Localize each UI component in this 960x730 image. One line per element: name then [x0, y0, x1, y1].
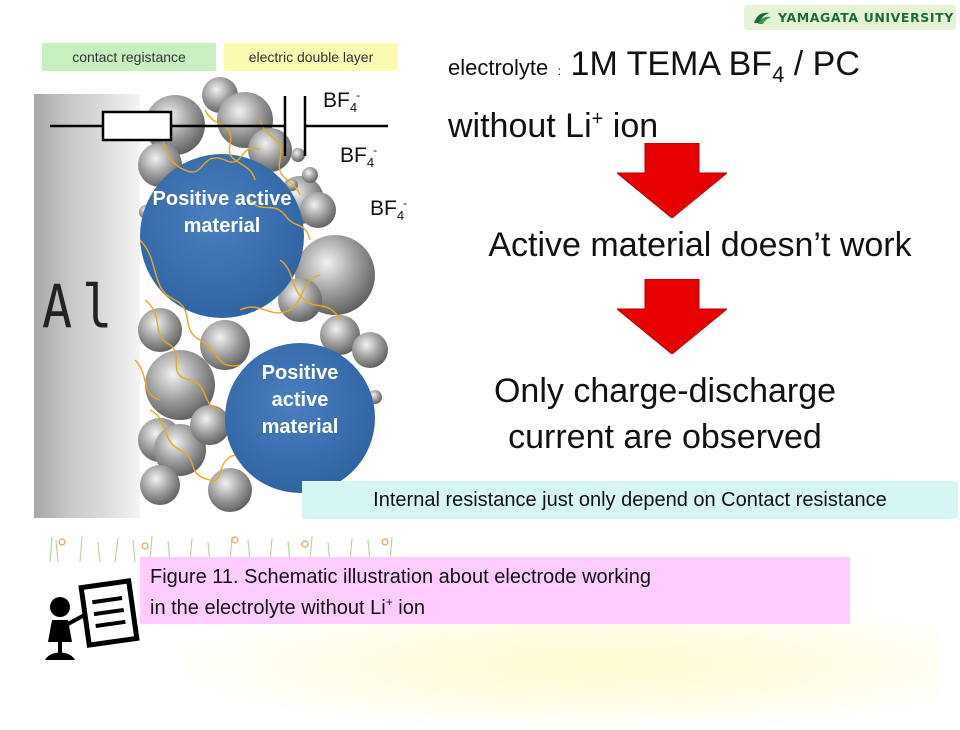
active-material-label-2: Positive active material — [261, 362, 339, 438]
step-observed-current: Only charge-discharge current are observ… — [420, 368, 910, 460]
legend-contact-resistance: contact registance — [42, 43, 216, 71]
electrolyte-line-2: without Li+ ion — [448, 107, 659, 145]
caption-line-1: Figure 11. Schematic illustration about … — [150, 566, 651, 588]
down-arrow-icon — [617, 143, 727, 218]
carbon-particle — [248, 128, 292, 172]
carbon-particle — [145, 350, 215, 420]
carbon-particle — [291, 148, 305, 162]
step-line-2: current are observed — [508, 418, 822, 456]
carbon-particle — [300, 192, 336, 228]
legend-electric-double-layer: electric double layer — [224, 43, 398, 71]
electrolyte-line-1: electrolyte : 1M TEMA BF4 / PC — [448, 45, 860, 87]
carbon-particle — [352, 332, 388, 368]
aluminum-collector — [34, 94, 140, 518]
equivalent-circuit — [50, 96, 388, 156]
carbon-particle — [302, 167, 318, 183]
carbon-particle — [138, 308, 182, 352]
carbon-particle — [140, 465, 180, 505]
active-material-particle-1 — [140, 154, 304, 318]
internal-resistance-note: Internal resistance just only depend on … — [302, 481, 958, 519]
university-logo-icon — [754, 12, 771, 24]
bf4-ion-3: BF4- — [370, 196, 408, 223]
carbon-particle — [200, 320, 250, 370]
bf4-ion-1: BF4- — [323, 88, 361, 115]
figure-caption: Figure 11. Schematic illustration about … — [140, 557, 850, 624]
carbon-particles — [138, 77, 388, 512]
conductive-fibers — [134, 109, 341, 482]
collector-label: Al — [42, 272, 123, 342]
step-active-material: Active material doesn’t work — [488, 226, 912, 264]
active-material-label-1: Positive active material — [152, 188, 292, 237]
university-logo: YAMAGATA UNIVERSITY — [744, 5, 956, 30]
contact-resistor — [101, 110, 173, 142]
logo-text: YAMAGATA UNIVERSITY — [778, 10, 954, 25]
carbon-particle — [320, 315, 360, 355]
carbon-particle — [208, 468, 252, 512]
carbon-particle — [190, 405, 230, 445]
electrolyte-statement: electrolyte : 1M TEMA BF4 / PC without L… — [448, 42, 948, 148]
lecturer-icon — [45, 578, 140, 660]
step-line-1: Only charge-discharge — [493, 372, 837, 410]
bf4-ion-2: BF4- — [340, 143, 378, 170]
down-arrow-icon — [617, 279, 727, 354]
active-material-particle-2 — [225, 343, 375, 493]
caption-line-2: in the electrolyte without Li+ ion — [150, 595, 425, 619]
